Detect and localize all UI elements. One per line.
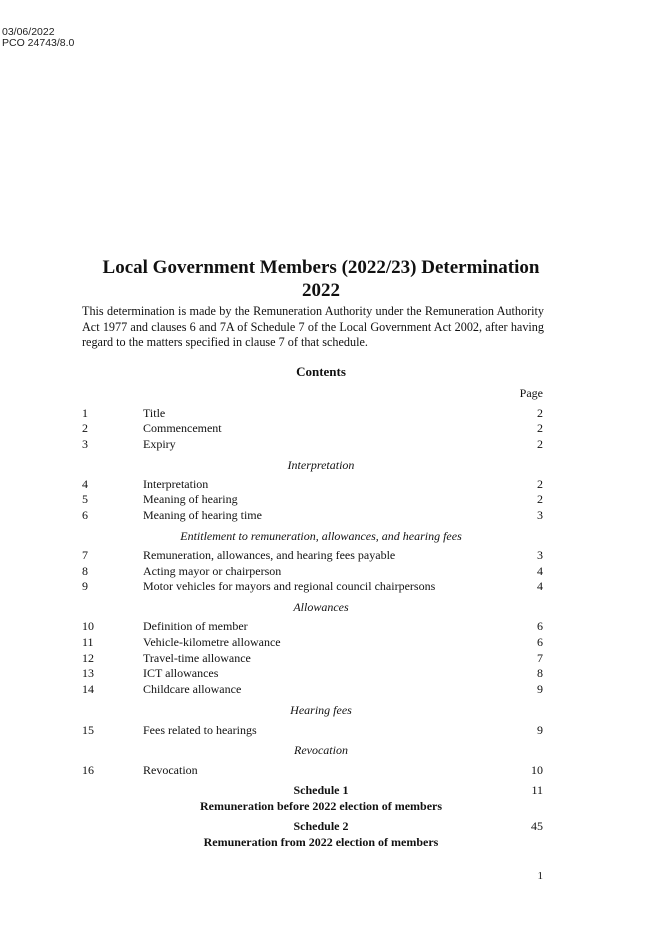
schedule-page: 11 [531,783,543,797]
document-reference: PCO 24743/8.0 [2,37,75,49]
entry-page: 3 [537,548,543,562]
entry-title: Acting mayor or chairperson [143,564,282,578]
entry-number: 6 [82,508,88,522]
schedule-title[interactable]: Remuneration from 2022 election of membe… [203,835,439,849]
entry-number: 3 [82,437,88,451]
entry-title: Vehicle-kilometre allowance [143,635,281,649]
section-heading-entitlement: Entitlement to remuneration, allowances,… [180,529,462,543]
toc-entry[interactable]: 8 Acting mayor or chairperson 4 [82,564,543,579]
toc-entry[interactable]: 6 Meaning of hearing time 3 [82,508,543,523]
schedule-title[interactable]: Remuneration before 2022 election of mem… [199,799,443,813]
entry-page: 2 [537,437,543,451]
entry-number: 9 [82,579,88,593]
entry-number: 7 [82,548,88,562]
entry-page: 4 [537,579,543,593]
entry-page: 9 [537,682,543,696]
toc-entry[interactable]: 14 Childcare allowance 9 [82,682,543,697]
schedule-page: 45 [531,819,543,833]
entry-title: Expiry [143,437,176,451]
section-heading-revocation: Revocation [294,743,348,757]
entry-title: Title [143,406,166,420]
toc-entry[interactable]: 16 Revocation 10 [82,763,543,778]
entry-number: 10 [82,619,94,633]
entry-number: 2 [82,421,88,435]
entry-number: 11 [82,635,94,649]
entry-page: 10 [531,763,543,777]
entry-page: 2 [537,421,543,435]
entry-page: 2 [537,492,543,506]
entry-page: 6 [537,619,543,633]
section-heading-interpretation: Interpretation [287,458,355,472]
entry-title: Interpretation [143,477,209,491]
toc-entry[interactable]: 11 Vehicle-kilometre allowance 6 [82,635,543,650]
entry-page: 2 [537,406,543,420]
toc-entry[interactable]: 9 Motor vehicles for mayors and regional … [82,579,543,594]
entry-title: Revocation [143,763,198,777]
intro-paragraph: This determination is made by the Remune… [82,304,544,349]
entry-number: 16 [82,763,94,777]
entry-title: Travel-time allowance [143,651,251,665]
toc-entry[interactable]: 12 Travel-time allowance 7 [82,651,543,666]
toc-entry[interactable]: 5 Meaning of hearing 2 [82,492,543,507]
toc-entry[interactable]: 7 Remuneration, allowances, and hearing f… [82,548,543,563]
toc-entry[interactable]: 15 Fees related to hearings 9 [82,723,543,738]
entry-title: Motor vehicles for mayors and regional c… [143,579,436,593]
contents-heading: Contents [296,364,346,379]
toc-entry[interactable]: 1 Title 2 [82,406,543,421]
entry-page: 9 [537,723,543,737]
entry-number: 1 [82,406,88,420]
document-date: 03/06/2022 [2,26,55,38]
entry-title: Fees related to hearings [143,723,257,737]
toc-entry[interactable]: 10 Definition of member 6 [82,619,543,634]
document-title: Local Government Members (2022/23) Deter… [102,257,540,301]
section-heading-hearing-fees: Hearing fees [290,703,352,717]
entry-number: 8 [82,564,88,578]
entry-number: 4 [82,477,88,491]
toc-entry[interactable]: 4 Interpretation 2 [82,477,543,492]
entry-title: ICT allowances [143,666,219,680]
entry-title: Meaning of hearing [143,492,238,506]
entry-title: Remuneration, allowances, and hearing fe… [143,548,396,562]
entry-title: Definition of member [143,619,248,633]
page-number: 1 [537,870,544,882]
entry-title: Meaning of hearing time [143,508,262,522]
entry-page: 8 [537,666,543,680]
entry-number: 12 [82,651,94,665]
schedule-label[interactable]: Schedule 2 [293,819,349,833]
schedule-label[interactable]: Schedule 1 [293,783,349,797]
entry-page: 2 [537,477,543,491]
toc-entry[interactable]: 13 ICT allowances 8 [82,666,543,681]
entry-page: 4 [537,564,543,578]
toc-entry[interactable]: 2 Commencement 2 [82,421,543,436]
entry-title: Commencement [143,421,222,435]
section-heading-allowances: Allowances [293,600,349,614]
entry-number: 14 [82,682,94,696]
entry-number: 15 [82,723,94,737]
entry-page: 3 [537,508,543,522]
entry-title: Childcare allowance [143,682,242,696]
page-column-label: Page [519,386,543,400]
entry-number: 5 [82,492,88,506]
entry-page: 7 [537,651,543,665]
toc-entry[interactable]: 3 Expiry 2 [82,437,543,452]
entry-number: 13 [82,666,94,680]
entry-page: 6 [537,635,543,649]
